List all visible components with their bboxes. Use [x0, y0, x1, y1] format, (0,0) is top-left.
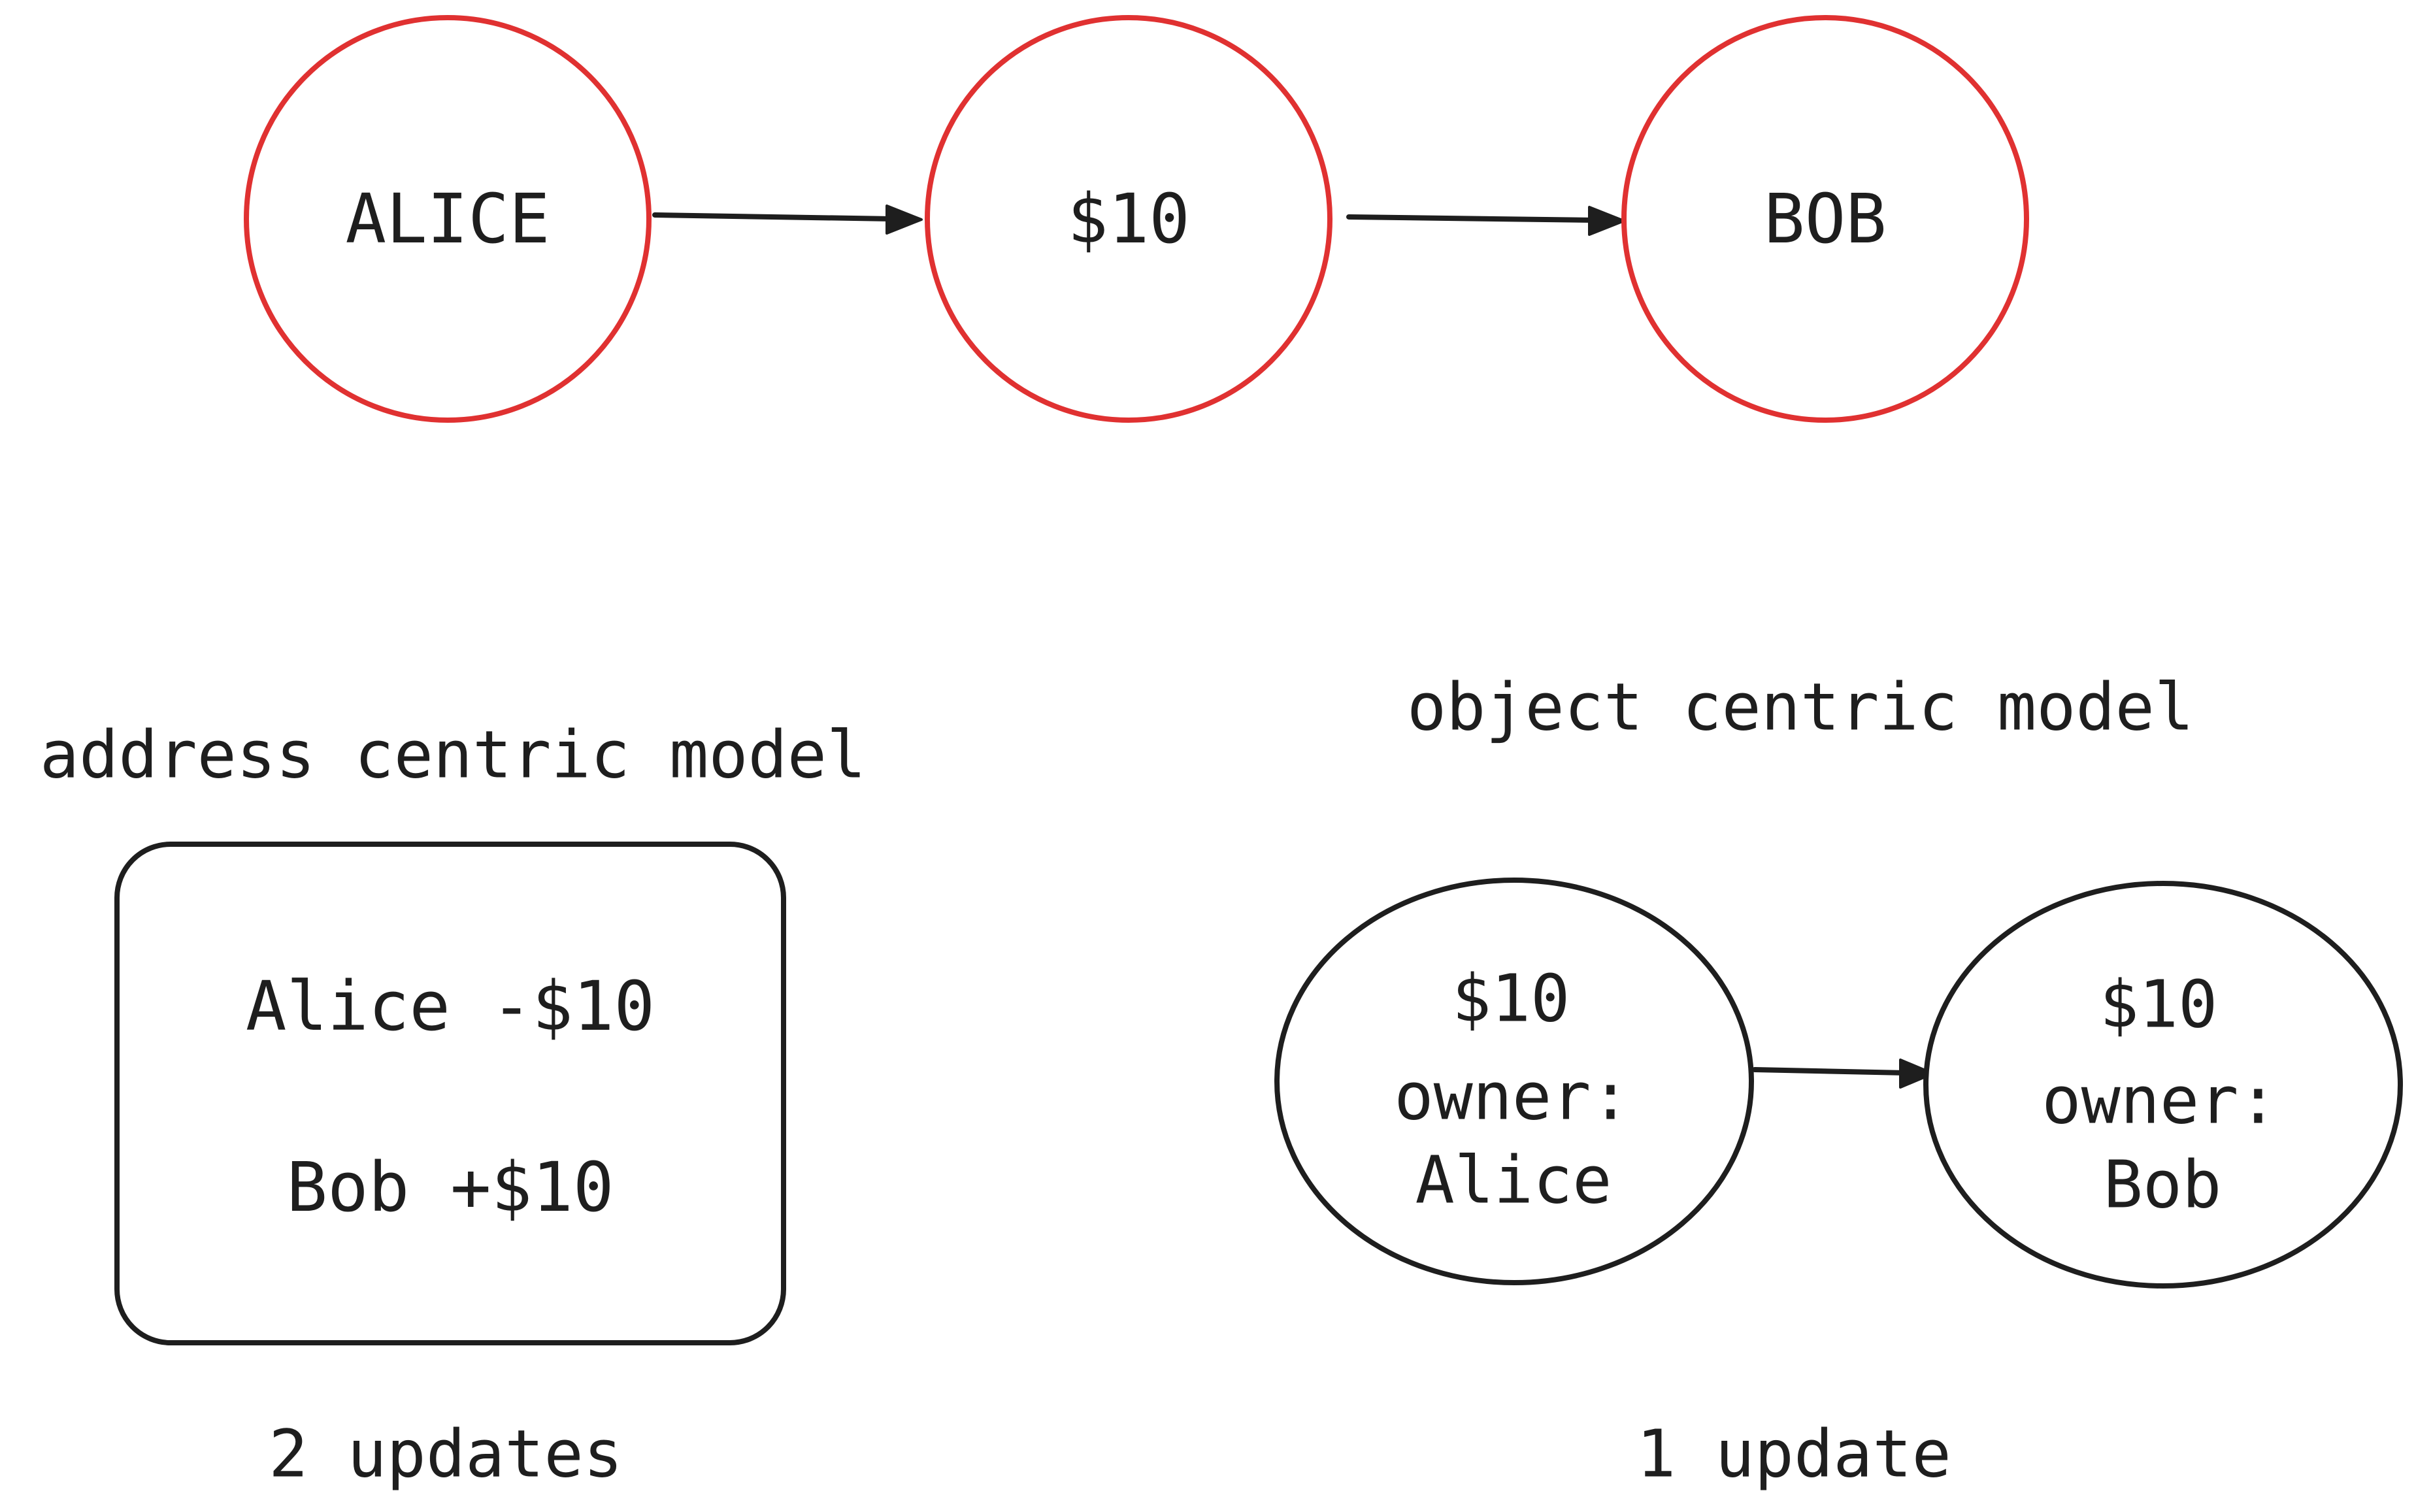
object-alice-amount: $10	[1452, 961, 1570, 1037]
alice-node	[244, 15, 652, 423]
object-bob-owned-node	[1923, 881, 2403, 1289]
object-alice-owned-node	[1274, 878, 1754, 1285]
object-transfer-arrowhead	[1899, 1059, 1934, 1089]
object-transfer-arrow	[1752, 1067, 1908, 1076]
address-model-footer: 2 updates	[269, 1416, 623, 1492]
alice-node-label: ALICE	[345, 179, 550, 259]
address-ledger-box	[114, 842, 786, 1345]
address-ledger-line-alice: Alice -$10	[246, 966, 655, 1046]
money-node	[925, 15, 1332, 423]
top-flow: ALICE $10 BOB	[244, 15, 2029, 423]
bob-node	[1621, 15, 2029, 423]
object-alice-owner: Alice	[1415, 1142, 1612, 1219]
alice-to-money-arrowhead	[885, 205, 923, 235]
address-centric-section: address centric model Alice -$10 Bob +$1…	[40, 717, 866, 1492]
object-alice-owner-label: owner:	[1394, 1059, 1630, 1135]
object-bob-amount: $10	[2100, 966, 2218, 1043]
address-ledger-line-bob: Bob +$10	[287, 1147, 614, 1227]
money-to-bob-arrow	[1346, 214, 1597, 223]
object-model-title: object centric model	[1407, 669, 2194, 746]
object-bob-owner: Bob	[2104, 1147, 2222, 1223]
bob-node-label: BOB	[1764, 179, 1887, 259]
money-to-bob-arrowhead	[1588, 206, 1625, 236]
alice-to-money-arrow	[652, 212, 895, 222]
object-centric-section: object centric model $10 owner: Alice $1…	[1274, 669, 2403, 1492]
money-node-label: $10	[1067, 179, 1190, 259]
object-bob-owner-label: owner:	[2042, 1062, 2277, 1139]
object-model-footer: 1 update	[1636, 1416, 1951, 1492]
address-model-title: address centric model	[40, 717, 866, 793]
